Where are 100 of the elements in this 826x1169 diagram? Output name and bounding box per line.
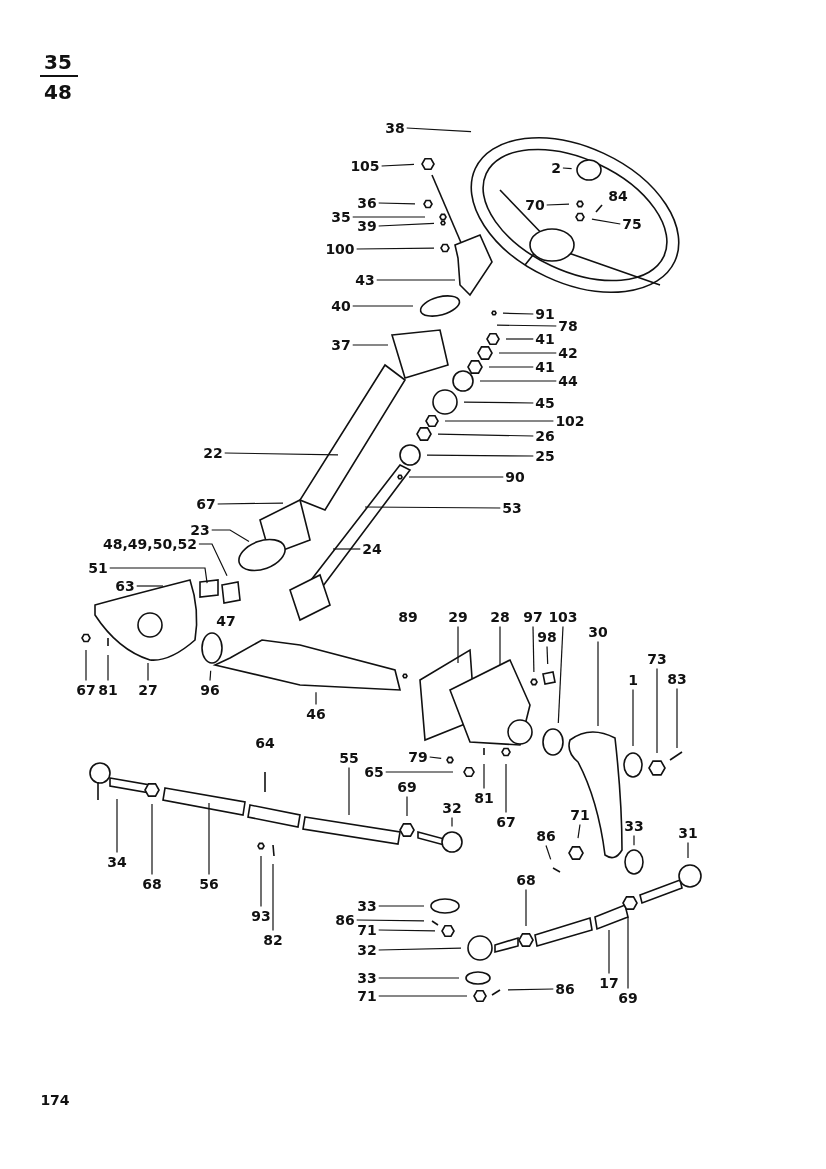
callout-number: 2 <box>551 159 561 177</box>
callout-number: 31 <box>678 824 698 842</box>
leader-line <box>608 929 610 975</box>
leader-line <box>498 352 557 354</box>
callout-number: 44 <box>558 372 578 390</box>
leader-line <box>557 625 564 724</box>
callout-number: 105 <box>350 157 380 175</box>
leader-line <box>408 476 504 478</box>
leader-line <box>546 645 549 665</box>
leader-line <box>376 279 456 281</box>
callout-number: 64 <box>255 734 275 752</box>
leader-line <box>378 929 436 932</box>
leader-line <box>356 919 425 922</box>
leader-line <box>378 202 416 205</box>
leader-line <box>451 816 453 828</box>
callout-number: 69 <box>397 778 417 796</box>
callout-number: 100 <box>325 240 355 258</box>
leader-line <box>597 640 599 727</box>
callout-number: 98 <box>537 628 557 646</box>
callout-number: 67 <box>76 681 96 699</box>
leader-line <box>532 625 535 673</box>
callout-number: 81 <box>474 789 494 807</box>
leader-line <box>656 667 658 754</box>
callout-number: 89 <box>398 608 418 626</box>
callout-number: 68 <box>516 871 536 889</box>
leader-line <box>505 338 534 340</box>
callout-number: 22 <box>203 444 223 462</box>
leader-line <box>151 803 153 876</box>
leader-line <box>633 834 635 846</box>
callout-number: 83 <box>667 670 687 688</box>
callout-number: 45 <box>535 394 555 412</box>
callout-number: 36 <box>357 194 377 212</box>
callout-number: 97 <box>523 608 543 626</box>
leader-line <box>378 905 425 907</box>
callout-number: 33 <box>357 897 377 915</box>
callout-number: 86 <box>335 911 355 929</box>
leader-line <box>315 691 317 706</box>
callout-number: 96 <box>200 681 220 699</box>
leader-line <box>332 548 361 550</box>
callout-number: 24 <box>362 540 382 558</box>
callout-number: 17 <box>599 974 619 992</box>
leader-line <box>198 543 228 577</box>
leader-line <box>116 798 118 854</box>
leader-line <box>356 247 435 250</box>
callout-number: 103 <box>548 608 578 626</box>
callout-number: 68 <box>142 875 162 893</box>
figure-number: 48 <box>44 81 72 103</box>
leader-line <box>209 670 212 682</box>
callout-number: 78 <box>558 317 578 335</box>
leader-line <box>85 649 87 682</box>
callout-number: 71 <box>570 806 590 824</box>
leader-line <box>406 795 408 817</box>
leader-line <box>627 916 629 990</box>
callout-number: 43 <box>355 271 375 289</box>
leader-line <box>429 756 442 759</box>
leader-line <box>107 654 109 682</box>
leader-line <box>632 688 634 747</box>
leader-line <box>208 802 210 876</box>
callout-number: 73 <box>647 650 667 668</box>
callout-number: 71 <box>357 921 377 939</box>
leader-line <box>426 454 534 457</box>
callout-number: 69 <box>618 989 638 1007</box>
leader-line <box>546 203 570 206</box>
callout-number: 93 <box>251 907 271 925</box>
leader-line <box>364 506 501 509</box>
leader-line <box>496 324 557 327</box>
callout-number: 46 <box>306 705 326 723</box>
leader-line <box>499 625 501 666</box>
callout-number: 33 <box>624 817 644 835</box>
callout-number: 41 <box>535 358 555 376</box>
callout-number: 40 <box>331 297 351 315</box>
leader-line <box>136 585 164 587</box>
callout-number: 86 <box>555 980 575 998</box>
leader-line <box>502 312 534 315</box>
callout-number: 84 <box>608 187 628 205</box>
leader-line <box>444 420 554 422</box>
callout-number: 90 <box>505 468 525 486</box>
leader-line <box>687 841 689 859</box>
leader-line <box>147 662 149 682</box>
leader-line <box>385 771 454 773</box>
leader-line <box>483 763 485 790</box>
callout-number: 56 <box>199 875 219 893</box>
callout-number: 30 <box>588 623 608 641</box>
callout-number: 53 <box>502 499 522 517</box>
callout-number: 79 <box>408 748 428 766</box>
callout-number: 37 <box>331 336 351 354</box>
callout-number: 81 <box>98 681 118 699</box>
callout-number: 55 <box>339 749 359 767</box>
callout-number: 47 <box>216 612 236 630</box>
leader-line <box>348 766 350 816</box>
leader-line <box>479 380 557 382</box>
callout-number: 65 <box>364 763 384 781</box>
leader-line <box>381 163 415 167</box>
leader-line <box>378 947 462 951</box>
callout-number: 67 <box>196 495 216 513</box>
leader-line <box>109 567 208 584</box>
callout-number: 35 <box>331 208 351 226</box>
leader-line <box>545 844 552 860</box>
callout-number: 71 <box>357 987 377 1005</box>
page-number: 174 <box>40 1091 70 1109</box>
